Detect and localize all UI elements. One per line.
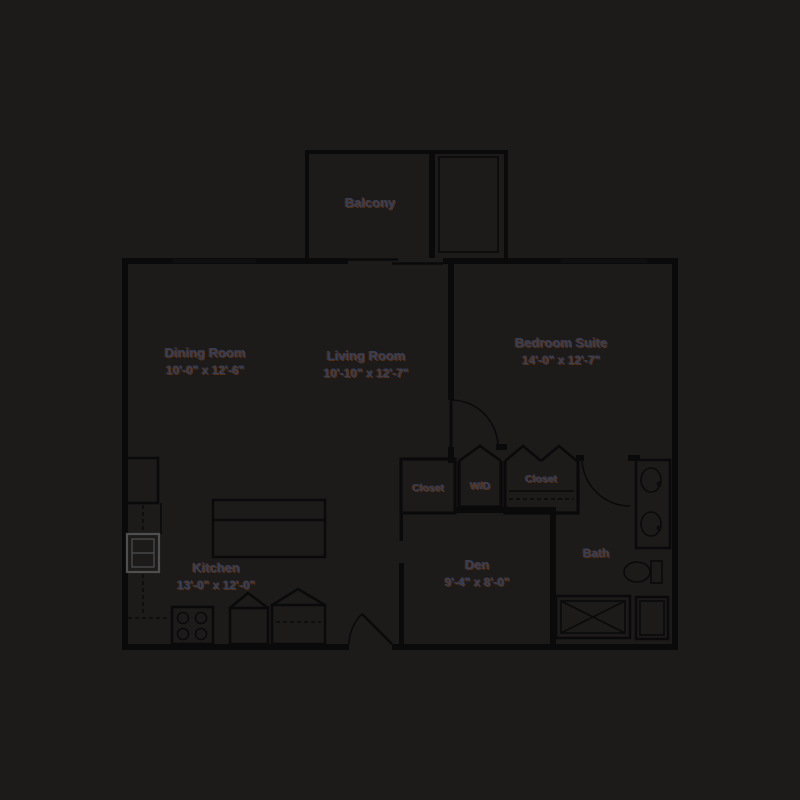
linen-cabinet [634,595,670,641]
balcony-structure [305,150,508,258]
room-dims-living: 10'-10" x 12'-7" [323,366,408,380]
room-label-bath: Bath [583,546,610,560]
closet-bifold-doors [504,444,542,462]
bath-door-swing [581,457,631,507]
kitchen-counter [128,503,170,619]
sliding-glass-door [348,258,443,265]
shower-pan [554,594,632,640]
room-label-dining: Dining Room [165,345,246,360]
closet-right [503,444,580,515]
kitchen-island [211,498,327,559]
range-burners [170,605,215,646]
toilet [623,560,663,584]
closet-left [399,457,457,541]
room-label-living: Living Room [327,348,406,363]
window [171,257,258,265]
closet-door-leaf [399,513,403,541]
room-label-laundry: W/D [470,480,491,492]
room-label-balcony: Balcony [345,195,396,210]
bedroom-door-swing [449,399,499,448]
window [559,257,649,265]
corner-cabinet-large [270,587,327,646]
closet-bifold-doors [540,444,578,462]
vanity-with-sinks [634,458,672,550]
room-label-kitchen: Kitchen [192,560,240,575]
room-dims-bedroom: 14'-0" x 12'-7" [522,353,600,367]
room-dims-dining: 10'-0" x 12'-6" [166,363,244,377]
room-label-bedroom: Bedroom Suite [515,335,607,350]
corner-cabinet-small [228,591,270,646]
refrigerator [123,456,160,505]
entry-door-swing [348,613,393,645]
laundry-closet [457,444,503,509]
room-label-den: Den [465,557,490,572]
room-dims-den: 9'-4" x 8'-0" [444,575,509,589]
kitchen-sink [125,532,161,574]
exterior-walls [122,258,678,650]
room-label-closet-right: Closet [525,473,558,485]
washer-dryer-bifold [458,444,502,463]
interior-walls [399,264,640,644]
room-dims-kitchen: 13'-0" x 12'-0" [177,578,255,592]
room-label-closet-left: Closet [412,482,445,494]
